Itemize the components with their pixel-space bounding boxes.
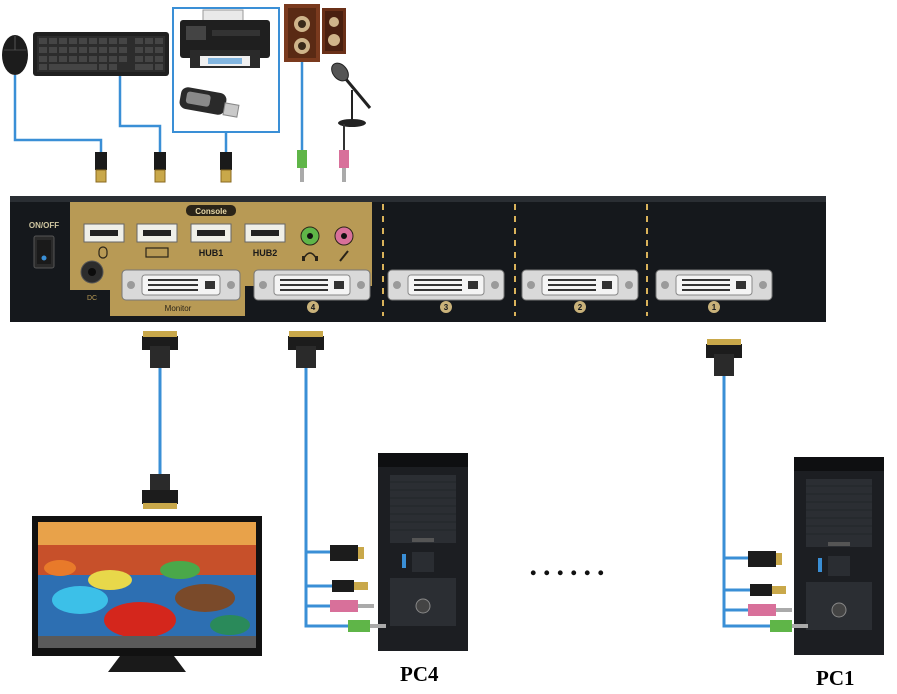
monitor-icon	[32, 516, 262, 672]
keyboard-port-icon	[145, 247, 169, 258]
dvi-port-3	[387, 269, 505, 301]
console-label: Console	[195, 207, 227, 216]
mouse-icon	[2, 35, 28, 75]
kvm-switch-back-panel: Console ON/OFF DC HUB1 HUB	[10, 196, 826, 322]
dvi-cable-monitor	[142, 331, 178, 509]
usb-plug-icon	[95, 152, 232, 183]
pc1-connectors	[724, 551, 808, 632]
power-label: ON/OFF	[29, 221, 59, 230]
svg-text:DC: DC	[87, 295, 97, 302]
port-number-badges: 4 3 2 1	[307, 301, 720, 313]
console-label-bg	[186, 205, 236, 216]
monitor-label: Monitor	[165, 304, 192, 313]
speakers-icon	[284, 4, 346, 62]
pc4-label: PC4	[400, 662, 439, 686]
hub1-label: HUB1	[199, 248, 224, 258]
port-number-4: 4	[311, 303, 316, 312]
microphone-port-icon	[339, 250, 349, 262]
dvi-port-2	[521, 269, 639, 301]
pc-tower-icon	[794, 457, 884, 655]
dvi-port-1	[655, 269, 773, 301]
pc1-label: PC1	[816, 666, 855, 690]
dvi-port-4	[253, 269, 371, 301]
keyboard-icon	[33, 32, 169, 76]
ellipsis: ......	[530, 549, 611, 582]
peripheral-cables	[13, 62, 304, 152]
dvi-cable-pc4	[288, 331, 348, 628]
console-usb-ports	[83, 223, 286, 243]
dvi-cable-pc1	[706, 339, 770, 628]
usb-flash-drive-icon	[179, 87, 240, 118]
printer-icon	[180, 9, 270, 68]
pc-tower-icon	[378, 453, 468, 651]
dvi-port-monitor	[121, 269, 241, 301]
microphone-icon	[331, 62, 372, 127]
pc4-connectors	[306, 545, 386, 632]
port-number-3: 3	[444, 303, 449, 312]
headphone-icon	[302, 252, 318, 261]
audio-jacks	[300, 226, 354, 246]
audio-plug-icon	[297, 124, 349, 182]
mouse-port-icon	[98, 246, 108, 259]
port-number-2: 2	[578, 303, 583, 312]
dc-power-jack-icon: DC	[80, 260, 104, 302]
hub2-label: HUB2	[253, 248, 278, 258]
port-number-1: 1	[712, 303, 717, 312]
